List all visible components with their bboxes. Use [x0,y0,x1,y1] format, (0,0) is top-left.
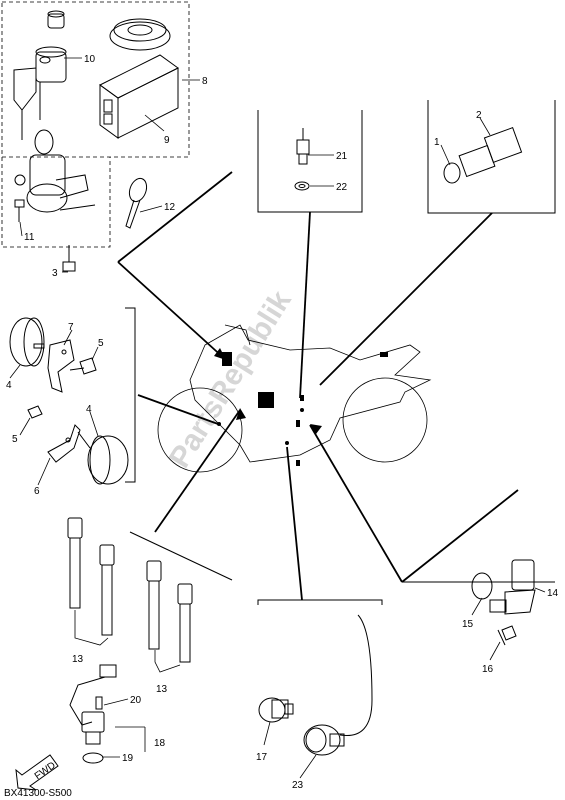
callout-8: 8 [202,76,208,87]
fuel-cap-part [109,18,171,51]
watermark: PartsRepublik [163,285,298,474]
callout-22: 22 [336,182,348,193]
callout-19: 19 [122,753,134,764]
spark-plug-part [294,128,310,191]
bracket-6-part [47,424,81,463]
callout-9: 9 [164,135,170,146]
motorcycle-parts-locations [217,352,388,466]
group-13-20-bracket [129,531,233,581]
callout-6: 6 [34,486,40,497]
callout-leaders [9,57,546,779]
sensor-23-part [303,614,373,756]
ignition-cap-part [47,10,65,29]
group-17-23-bracket [257,599,383,605]
leader-lines [117,171,519,601]
callout-1: 1 [434,137,440,148]
ignition-ecu-group [1,1,190,272]
front-wheel [157,387,243,473]
callout-2: 2 [476,110,482,121]
group-8-dashed-box [1,1,190,158]
callout-4b: 4 [86,404,92,415]
leader-arrowheads [214,348,322,434]
callout-4a: 4 [6,380,12,391]
drawing-code: BX41300-S500 [4,788,72,799]
rear-wheel [342,377,428,463]
callout-17: 17 [256,752,268,763]
key-part [125,177,148,229]
callout-12: 12 [164,202,176,213]
callout-20: 20 [130,695,142,706]
callout-13a: 13 [72,654,84,665]
ecu-unit-part [99,54,179,139]
callout-7: 7 [68,322,74,333]
callout-5b: 5 [12,434,18,445]
throttle-position-sensor-part [471,559,536,646]
callout-labels: 10 8 9 11 12 3 21 22 1 2 7 5 4 5 4 6 13 … [6,54,559,791]
group-4-7-bracket [125,307,136,483]
callout-21: 21 [336,151,348,162]
group-11-dashed-frame [1,157,111,248]
main-switch-part [13,46,96,213]
reflector-upper-part [9,317,45,367]
callout-5a: 5 [98,338,104,349]
callout-3: 3 [52,268,58,279]
temperature-sensor-group [427,100,556,214]
callout-18: 18 [154,738,166,749]
callout-10: 10 [84,54,96,65]
bolt-3-part [62,245,76,272]
oxygen-sensor-17-part [258,697,294,723]
coil-leader-lines [74,610,181,673]
crank-sensor-part [69,664,117,764]
callout-11: 11 [24,232,35,243]
callout-15: 15 [462,619,474,630]
callout-14: 14 [547,588,559,599]
nut-5-upper-part [69,357,97,375]
fwd-arrow-icon: FWD [15,754,59,791]
callout-23: 23 [292,780,304,791]
nut-5-lower-part [27,405,43,419]
temperature-sensor-part [443,127,523,184]
reflector-lower-part [77,431,129,485]
ignition-coils-part [67,517,193,663]
bolt-11-part [14,199,25,222]
callout-16: 16 [482,664,494,675]
bracket-7-part [47,339,75,393]
callout-13b: 13 [156,684,168,695]
